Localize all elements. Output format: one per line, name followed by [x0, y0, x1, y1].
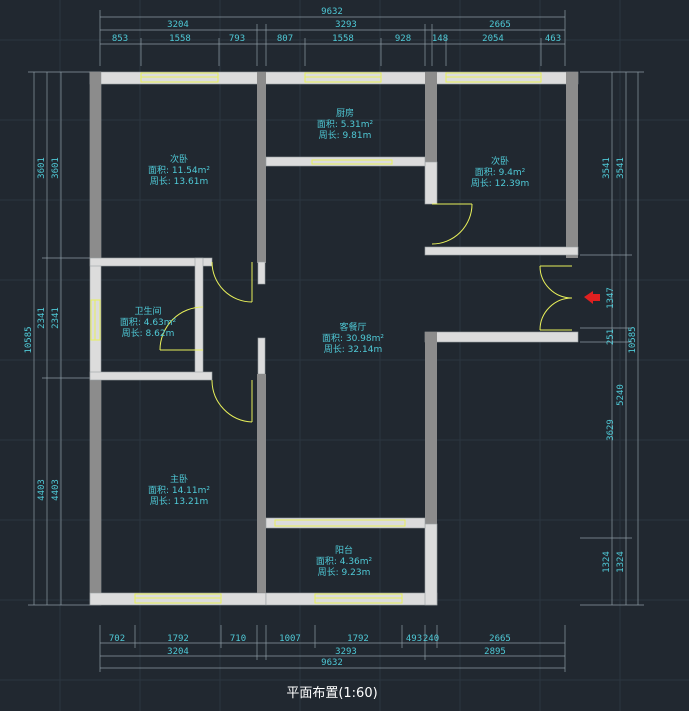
right-segment-dim: 1324: [602, 551, 612, 573]
bottom-segment-dim: 3293: [335, 647, 357, 657]
room-perimeter: 周长: 32.14m: [324, 343, 382, 355]
left-segment-dim: 4403: [37, 479, 47, 501]
room-label-kitchen: 厨房 面积: 5.31m² 周长: 9.81m: [317, 107, 374, 141]
room-name: 阳台: [335, 544, 353, 556]
room-label-bathroom: 卫生间 面积: 4.63m² 周长: 8.62m: [120, 305, 177, 339]
room-label-living-dining: 客餐厅 面积: 30.98m² 周长: 32.14m: [322, 321, 384, 355]
left-total-dim: 10585: [24, 326, 34, 353]
doors: [159, 203, 573, 423]
top-detail-dim: 463: [545, 34, 561, 44]
bottom-total-dim: 9632: [321, 658, 343, 668]
room-name: 厨房: [336, 107, 354, 119]
right-inner-dim: 3541: [616, 157, 626, 179]
bottom-detail-dim: 1792: [167, 634, 189, 644]
top-total-dim: 9632: [321, 7, 343, 17]
room-perimeter: 周长: 13.21m: [150, 495, 208, 507]
room-name: 次卧: [170, 153, 188, 165]
bottom-dimensions: 702 1792 710 1007 1792 493 240 2665 3204…: [99, 625, 566, 672]
right-total-dim: 10585: [628, 326, 638, 353]
top-detail-dim: 1558: [332, 34, 354, 44]
room-area: 面积: 30.98m²: [322, 332, 384, 344]
left-inner-dim: 3601: [51, 157, 61, 179]
room-label-balcony: 阳台 面积: 4.36m² 周长: 9.23m: [316, 544, 373, 578]
right-segment-dim: 251: [606, 329, 616, 345]
top-detail-dim: 2054: [482, 34, 504, 44]
room-perimeter: 周长: 8.62m: [122, 327, 175, 339]
entry-arrow-icon: [584, 291, 600, 304]
right-segment-dim: 3629: [606, 419, 616, 441]
room-area: 面积: 11.54m²: [148, 164, 210, 176]
room-area: 面积: 9.4m²: [475, 166, 526, 178]
bottom-detail-dim: 1007: [279, 634, 301, 644]
top-segment-dim: 2665: [489, 20, 511, 30]
right-dimensions: 3541 1347 251 3629 5240 1324 3541 1324 1…: [580, 71, 644, 606]
top-segment-dim: 3204: [167, 20, 189, 30]
bottom-detail-dim: 702: [109, 634, 125, 644]
top-dimensions: 9632 3204 3293 2665 853 1558 793 807 155…: [99, 7, 566, 66]
room-label-bedroom-2-left: 次卧 面积: 11.54m² 周长: 13.61m: [148, 153, 210, 187]
bottom-segment-dim: 2895: [484, 647, 506, 657]
room-label-bedroom-2-right: 次卧 面积: 9.4m² 周长: 12.39m: [471, 155, 529, 189]
bottom-detail-dim: 1792: [347, 634, 369, 644]
left-segment-dim: 3601: [37, 157, 47, 179]
room-perimeter: 周长: 9.81m: [319, 129, 372, 141]
left-inner-dim: 2341: [51, 307, 61, 329]
room-name: 卫生间: [134, 305, 161, 317]
drawing-title: 平面布置(1:60): [286, 686, 377, 701]
left-dimensions: 10585 3601 2341 4403 3601 2341 4403: [24, 71, 90, 606]
room-area: 面积: 5.31m²: [317, 118, 374, 130]
top-detail-dim: 928: [395, 34, 411, 44]
room-perimeter: 周长: 12.39m: [471, 177, 529, 189]
bottom-detail-dim: 710: [230, 634, 246, 644]
windows: [90, 72, 542, 604]
room-area: 面积: 4.36m²: [316, 555, 373, 567]
left-inner-dim: 4403: [51, 479, 61, 501]
top-segment-dim: 3293: [335, 20, 357, 30]
room-name: 次卧: [491, 155, 509, 167]
room-name: 客餐厅: [339, 321, 366, 333]
room-area: 面积: 4.63m²: [120, 316, 177, 328]
top-detail-dim: 853: [112, 34, 128, 44]
right-inner-dim: 1324: [616, 551, 626, 573]
room-perimeter: 周长: 9.23m: [318, 566, 371, 578]
room-label-master-bedroom: 主卧 面积: 14.11m² 周长: 13.21m: [148, 473, 210, 507]
room-area: 面积: 14.11m²: [148, 484, 210, 496]
room-perimeter: 周长: 13.61m: [150, 175, 208, 187]
bottom-segment-dim: 3204: [167, 647, 189, 657]
right-segment-dim: 1347: [606, 287, 616, 309]
top-detail-dim: 1558: [169, 34, 191, 44]
bottom-detail-dim: 240: [423, 634, 439, 644]
top-detail-dim: 807: [277, 34, 293, 44]
left-segment-dim: 2341: [37, 307, 47, 329]
top-detail-dim: 148: [432, 34, 448, 44]
room-name: 主卧: [170, 473, 188, 485]
bottom-detail-dim: 493: [406, 634, 422, 644]
right-segment-dim: 5240: [616, 384, 626, 406]
right-segment-dim: 3541: [602, 157, 612, 179]
bottom-detail-dim: 2665: [489, 634, 511, 644]
top-detail-dim: 793: [229, 34, 245, 44]
